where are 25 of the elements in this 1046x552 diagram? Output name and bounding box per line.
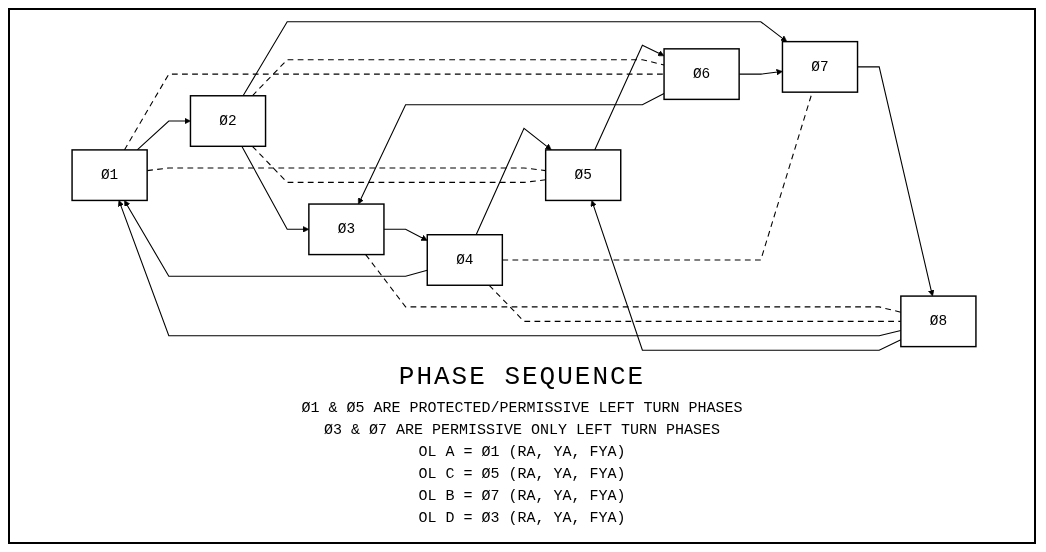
note-text: OL D = Ø3 (RA, YA, FYA) <box>418 510 626 527</box>
connector <box>251 59 665 97</box>
arrow <box>383 228 428 241</box>
arrow <box>857 66 935 297</box>
note-text: OL A = Ø1 (RA, YA, FYA) <box>418 444 626 461</box>
node-box: Ø7 <box>781 40 859 93</box>
note-text: OL B = Ø7 (RA, YA, FYA) <box>418 488 626 505</box>
note-text: Ø1 & Ø5 ARE PROTECTED/PERMISSIVE LEFT TURN PHASES <box>301 400 743 417</box>
node-box: Ø3 <box>308 203 385 256</box>
node-box: Ø5 <box>544 149 622 202</box>
arrow <box>124 200 428 277</box>
diagram-title: PHASE SEQUENCE <box>397 362 647 392</box>
arrow <box>136 117 191 151</box>
arrow <box>594 44 665 151</box>
connector <box>123 73 665 151</box>
node-box: Ø2 <box>189 95 267 147</box>
note-text: OL C = Ø5 (RA, YA, FYA) <box>418 466 626 483</box>
node-box: Ø4 <box>426 234 504 286</box>
arrow <box>358 93 665 205</box>
node-box: Ø6 <box>663 48 740 101</box>
arrow <box>475 127 552 236</box>
node-box: Ø8 <box>900 295 977 348</box>
note-text: Ø3 & Ø7 ARE PERMISSIVE ONLY LEFT TURN PHASES <box>323 422 721 439</box>
arrow <box>242 21 788 97</box>
node-box: Ø1 <box>71 149 148 202</box>
